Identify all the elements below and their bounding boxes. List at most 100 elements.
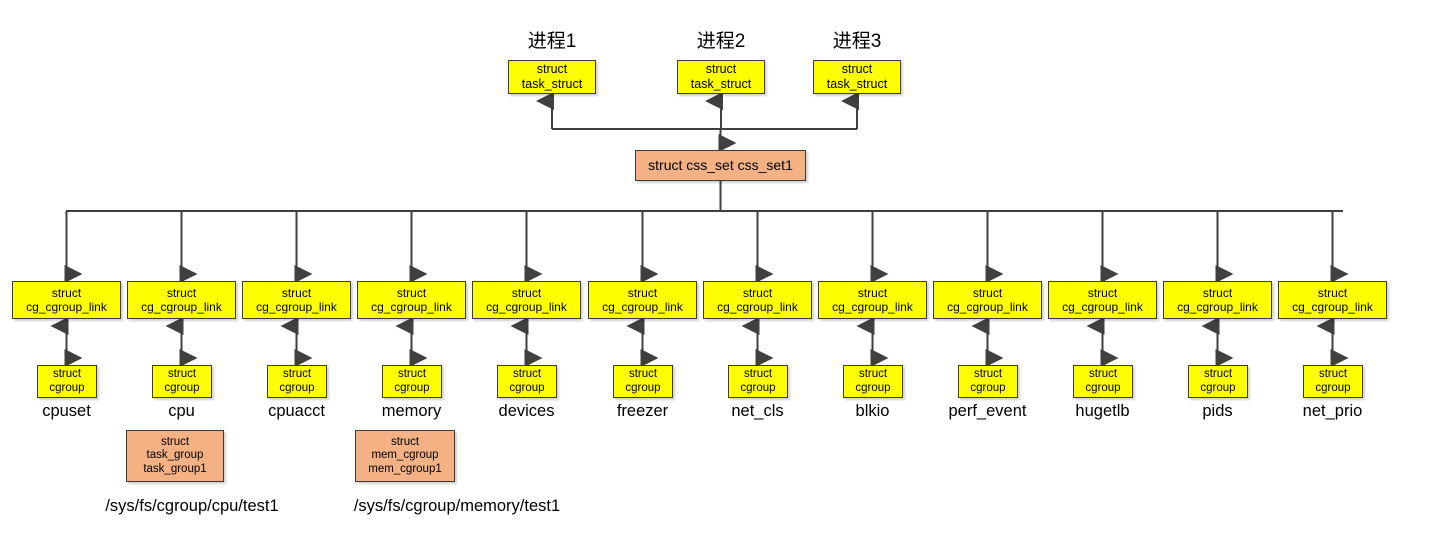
task-struct-line2: task_struct xyxy=(690,77,752,91)
cgroup-line2: cgroup xyxy=(164,381,200,394)
subsystem-label-cpuset: cpuset xyxy=(42,402,91,420)
link-line1: struct xyxy=(742,285,773,300)
link-line1: struct xyxy=(1202,285,1233,300)
cgroup-line1: struct xyxy=(973,367,1003,380)
cgroup-line2: cgroup xyxy=(279,381,315,394)
cgroup-line1: struct xyxy=(1318,367,1348,380)
cgroup-line1: struct xyxy=(397,367,427,380)
detail-line2: mem_cgroup xyxy=(371,449,439,462)
link-line1: struct xyxy=(972,285,1003,300)
link-line2: cg_cgroup_link xyxy=(256,300,337,314)
task-struct-line1: struct xyxy=(536,62,568,77)
link-line1: struct xyxy=(281,285,312,300)
link-line1: struct xyxy=(166,285,197,300)
path-label-task-group: /sys/fs/cgroup/cpu/test1 xyxy=(105,497,279,515)
subsystem-label-freezer: freezer xyxy=(616,402,669,420)
subsystem-label-blkio: blkio xyxy=(855,402,890,420)
link-line1: struct xyxy=(511,285,542,300)
cgroup-line1: struct xyxy=(167,367,197,380)
task-struct-line2: task_struct xyxy=(521,77,583,91)
cgroup-line2: cgroup xyxy=(1200,381,1236,394)
subsystem-label-net_cls: net_cls xyxy=(731,402,784,420)
cgroup-line1: struct xyxy=(1088,367,1118,380)
css-set-label: struct css_set css_set1 xyxy=(648,157,793,174)
link-line1: struct xyxy=(51,285,82,300)
subsystem-label-cpuacct: cpuacct xyxy=(268,402,325,420)
cgroup-line2: cgroup xyxy=(625,381,661,394)
cgroup-line1: struct xyxy=(743,367,773,380)
link-line2: cg_cgroup_link xyxy=(832,300,913,314)
cgroup-line2: cgroup xyxy=(509,381,545,394)
subsystem-label-hugetlb: hugetlb xyxy=(1075,402,1130,420)
process-label-3: 进程3 xyxy=(832,31,882,52)
detail-line2: task_group xyxy=(146,449,204,462)
task-struct-line1: struct xyxy=(705,62,737,77)
task-struct-line2: task_struct xyxy=(826,77,888,91)
cgroup-line1: struct xyxy=(858,367,888,380)
cgroup-line2: cgroup xyxy=(1315,381,1351,394)
link-line2: cg_cgroup_link xyxy=(1062,300,1143,314)
cgroup-line2: cgroup xyxy=(49,381,85,394)
link-line2: cg_cgroup_link xyxy=(947,300,1028,314)
link-line2: cg_cgroup_link xyxy=(486,300,567,314)
detail-line3: task_group1 xyxy=(143,462,207,475)
css-set-box: struct css_set css_set1 xyxy=(635,150,806,181)
link-line2: cg_cgroup_link xyxy=(717,300,798,314)
path-label-mem-cgroup: /sys/fs/cgroup/memory/test1 xyxy=(353,497,561,515)
cgroup-line1: struct xyxy=(52,367,82,380)
link-line1: struct xyxy=(857,285,888,300)
link-line1: struct xyxy=(396,285,427,300)
task-struct-line1: struct xyxy=(841,62,873,77)
cgroup-line1: struct xyxy=(512,367,542,380)
link-line2: cg_cgroup_link xyxy=(371,300,452,314)
cgroup-line1: struct xyxy=(282,367,312,380)
subsystem-label-devices: devices xyxy=(498,402,555,420)
cgroup-line2: cgroup xyxy=(855,381,891,394)
detail-line1: struct xyxy=(160,435,190,448)
link-line1: struct xyxy=(627,285,658,300)
link-line2: cg_cgroup_link xyxy=(1177,300,1258,314)
cgroup-line2: cgroup xyxy=(740,381,776,394)
cgroup-line1: struct xyxy=(1203,367,1233,380)
subsystem-label-pids: pids xyxy=(1202,402,1233,420)
link-line1: struct xyxy=(1317,285,1348,300)
detail-line1: struct xyxy=(390,435,420,448)
link-line1: struct xyxy=(1087,285,1118,300)
process-label-1: 进程1 xyxy=(527,31,577,52)
cgroup-line1: struct xyxy=(628,367,658,380)
link-line2: cg_cgroup_link xyxy=(602,300,683,314)
cgroup-line2: cgroup xyxy=(970,381,1006,394)
subsystem-label-cpu: cpu xyxy=(168,402,195,420)
cgroup-line2: cgroup xyxy=(1085,381,1121,394)
link-line2: cg_cgroup_link xyxy=(141,300,222,314)
subsystem-label-memory: memory xyxy=(381,402,442,420)
